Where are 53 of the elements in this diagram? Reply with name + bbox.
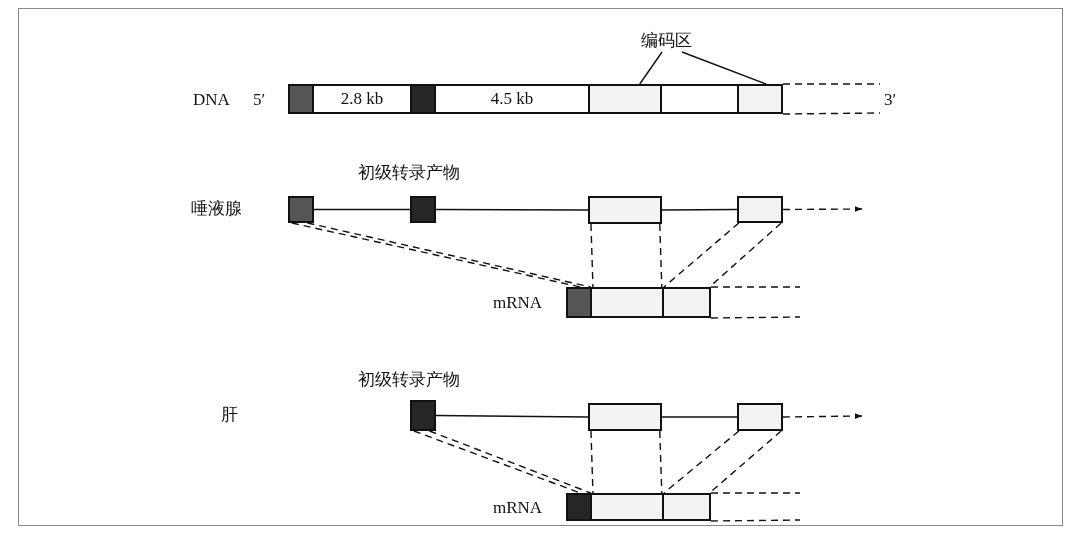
exon-box (662, 287, 711, 318)
end-label: 5′ (253, 90, 266, 110)
exon-box (410, 196, 436, 223)
intron-line (313, 208, 411, 211)
strand-label: DNA (193, 90, 230, 110)
dashed-line (659, 430, 663, 494)
exon-box (737, 403, 783, 431)
transcript-label: 初级转录产物 (358, 370, 460, 390)
exon-box (566, 493, 592, 521)
intron-line (435, 208, 589, 211)
leader-line (639, 51, 663, 85)
end-label: 3′ (884, 90, 897, 110)
exon-box (590, 493, 664, 521)
dashed-line (659, 223, 663, 288)
exon-box (660, 84, 739, 114)
exon-box (588, 196, 662, 224)
dna-segment (434, 84, 590, 114)
intron-line (661, 208, 738, 211)
transcript-label: 初级转录产物 (358, 163, 460, 183)
exon-box (410, 84, 436, 114)
dashed-line (710, 519, 801, 522)
exon-box (588, 84, 662, 114)
exon-box (662, 493, 711, 521)
exon-box (566, 287, 592, 318)
exon-box (737, 196, 783, 223)
dashed-line (710, 286, 801, 288)
exon-box (288, 196, 314, 223)
dashed-line (590, 223, 594, 288)
dashed-line (782, 112, 881, 115)
dna-segment (312, 84, 412, 114)
exon-box (590, 287, 664, 318)
mrna-label: mRNA (493, 498, 543, 518)
arrow (782, 206, 863, 212)
arrow (782, 413, 863, 419)
exon-box (288, 84, 314, 114)
exon-box (737, 84, 783, 114)
intron-line (661, 416, 738, 418)
length-label: 2.8 kb (340, 89, 384, 109)
mrna-label: mRNA (493, 293, 543, 313)
tissue-label: 唾液腺 (191, 199, 242, 219)
dashed-line (590, 430, 594, 494)
leader-line (681, 51, 767, 85)
exon-box (410, 400, 436, 431)
tissue-label: 肝 (221, 405, 238, 425)
dashed-line (782, 83, 881, 85)
dashed-line (710, 316, 801, 319)
dashed-line (663, 430, 740, 494)
dashed-line (710, 492, 801, 494)
region-label: 编码区 (626, 28, 706, 52)
length-label: 4.5 kb (490, 89, 534, 109)
dashed-line (663, 222, 740, 288)
exon-box (588, 403, 662, 431)
intron-line (435, 414, 589, 418)
